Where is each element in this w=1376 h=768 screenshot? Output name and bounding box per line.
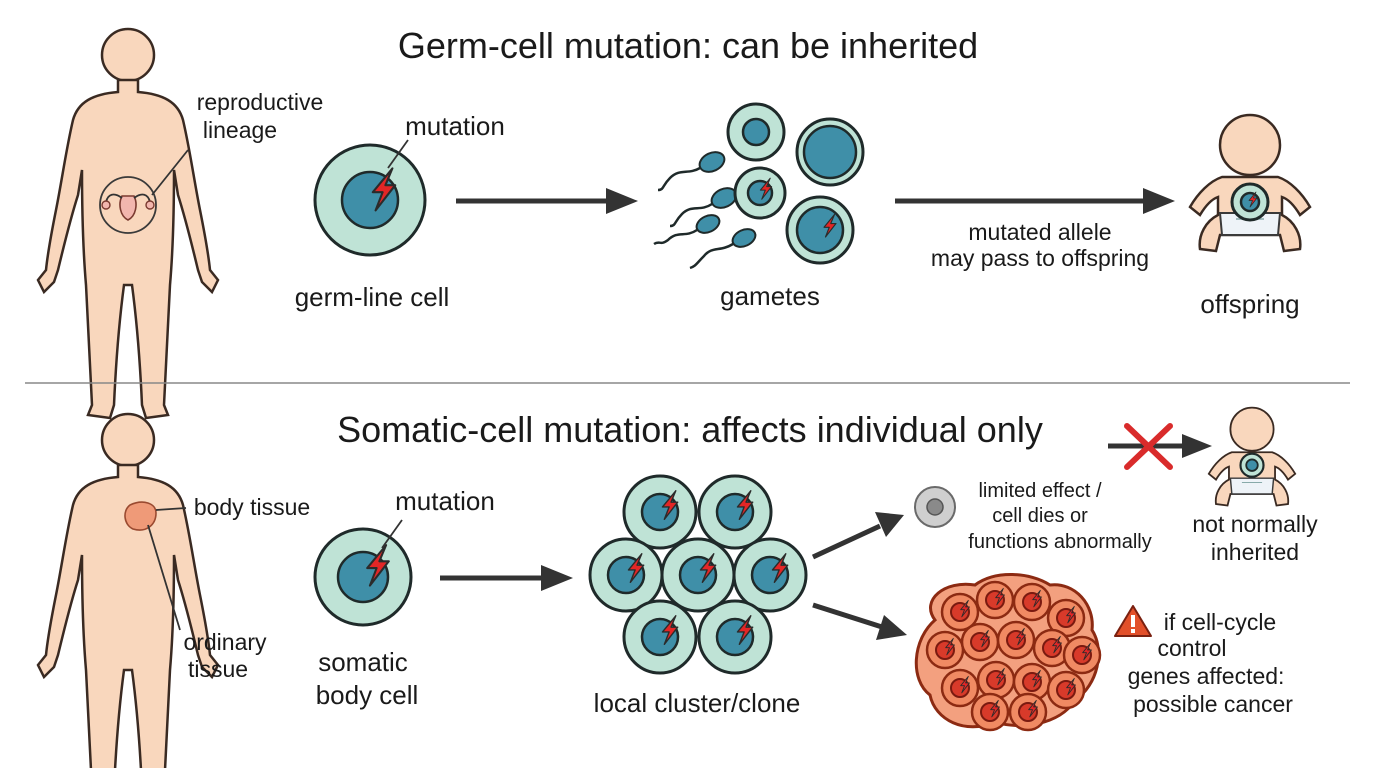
somatic-mutation-label: mutation [395, 486, 495, 516]
sperm [653, 151, 757, 270]
cancer-cell [960, 622, 1000, 662]
cancer-cell [976, 660, 1016, 700]
ordinary-tissue-line1: ordinary [183, 629, 267, 655]
cluster-cell [697, 474, 773, 550]
cancer-cell [1008, 692, 1048, 732]
germline-cell-label: germ-line cell [295, 282, 450, 312]
dead-cell [914, 486, 956, 528]
germ-mutation-label: mutation [405, 111, 505, 141]
cluster-label: local cluster/clone [594, 688, 801, 718]
cancer-cell [1062, 635, 1102, 675]
arrow-germ-to-gametes [456, 188, 638, 214]
germ-title: Germ-cell mutation: can be inherited [398, 25, 978, 66]
cancer-cell [1046, 670, 1086, 710]
cluster-cell [588, 537, 664, 613]
cancer-cell [1012, 662, 1052, 702]
cluster-cell [732, 537, 808, 613]
blocked-cross-icon [1124, 423, 1173, 470]
ordinary-tissue-line2: tissue [188, 656, 248, 682]
gametes-group [653, 102, 865, 270]
cancer-cell [1046, 598, 1086, 638]
cancer-label-line1: if cell-cycle [1164, 609, 1276, 635]
cancer-cell [975, 580, 1015, 620]
body-tissue-patch [124, 501, 157, 531]
limited-effect-line3: functions abnormally [968, 531, 1151, 553]
cancer-cell [996, 620, 1036, 660]
warning-icon [1114, 605, 1152, 637]
cancer-cell [1032, 628, 1072, 668]
offspring-baby [1188, 113, 1312, 253]
limited-effect-line2: cell dies or [992, 505, 1088, 527]
human-figure-top [36, 27, 220, 420]
germline-cell [313, 143, 427, 257]
arrow-gametes-to-offspring [895, 188, 1175, 214]
blocked-inheritance-arrow [1108, 423, 1212, 470]
human-figure-bottom [36, 412, 220, 768]
cancer-label-line3: genes affected: [1128, 663, 1285, 689]
cancer-mass [914, 573, 1102, 732]
uninherited-baby [1207, 406, 1297, 507]
somatic-cell-line1: somatic [318, 647, 408, 677]
offspring-label: offspring [1200, 289, 1299, 319]
local-cluster [588, 474, 808, 675]
cluster-cell [660, 537, 736, 613]
cancer-label-line4: possible cancer [1133, 691, 1293, 717]
cancer-cell [940, 592, 980, 632]
gametes-label: gametes [720, 281, 820, 311]
somatic-cell-line2: body cell [316, 680, 419, 710]
cancer-cell [970, 692, 1010, 732]
cluster-cell [622, 599, 698, 675]
cluster-cell [622, 474, 698, 550]
cancer-label-line2: control [1157, 635, 1226, 661]
arrow-somatic-to-cluster [440, 565, 573, 591]
arrow-to-cancer [812, 602, 907, 640]
arrow-to-limited [811, 512, 904, 560]
somatic-cell [313, 527, 413, 627]
body-tissue-label: body tissue [194, 494, 310, 520]
pass-label-line1: mutated allele [968, 219, 1111, 245]
cancer-cell [940, 668, 980, 708]
cluster-cell [697, 599, 773, 675]
not-inherited-line2: inherited [1211, 539, 1299, 565]
not-inherited-line1: not normally [1192, 511, 1318, 537]
uterus-icon [101, 193, 155, 221]
reproductive-label-line2: lineage [203, 117, 277, 143]
pass-label-line2: may pass to offspring [931, 245, 1149, 271]
reproductive-label-line1: reproductive [197, 89, 324, 115]
cancer-cell [1012, 582, 1052, 622]
cancer-cell [925, 630, 965, 670]
limited-effect-line1: limited effect / [978, 480, 1101, 502]
somatic-title: Somatic-cell mutation: affects individua… [337, 409, 1043, 450]
